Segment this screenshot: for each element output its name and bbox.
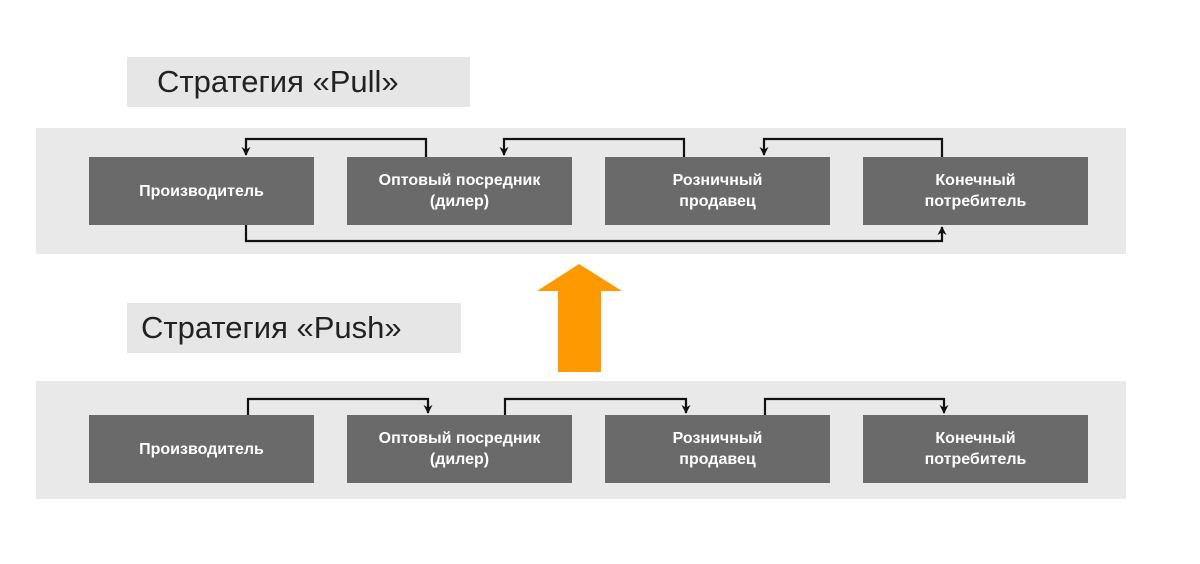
transition-up-arrow-icon (537, 264, 622, 372)
pull-arrow-manufacturer-to-consumer (244, 225, 947, 243)
push-node-wholesaler-label: Оптовый посредник (дилер) (378, 430, 541, 468)
pull-node-retailer: Розничный продавец (605, 157, 830, 225)
push-arrow-manufacturer-to-wholesaler (246, 397, 433, 415)
push-node-manufacturer-label: Производитель (139, 440, 264, 458)
push-node-wholesaler: Оптовый посредник (дилер) (347, 415, 572, 483)
pull-node-consumer: Конечный потребитель (863, 157, 1088, 225)
pull-node-wholesaler-label: Оптовый посредник (дилер) (378, 172, 541, 210)
pull-arrow-retailer-to-wholesaler (499, 137, 686, 157)
pull-node-consumer-label: Конечный потребитель (924, 172, 1027, 210)
push-node-consumer-label: Конечный потребитель (924, 430, 1027, 468)
pull-node-wholesaler: Оптовый посредник (дилер) (347, 157, 572, 225)
push-node-retailer-label: Розничный продавец (672, 430, 763, 468)
pull-node-manufacturer: Производитель (89, 157, 314, 225)
push-arrow-wholesaler-to-retailer (503, 397, 691, 415)
push-node-manufacturer: Производитель (89, 415, 314, 483)
push-arrow-retailer-to-consumer (763, 397, 949, 415)
pull-arrow-consumer-to-retailer (759, 137, 944, 157)
pull-node-retailer-label: Розничный продавец (672, 172, 763, 210)
push-node-retailer: Розничный продавец (605, 415, 830, 483)
pull-arrow-wholesaler-to-manufacturer (241, 137, 428, 157)
push-strategy-title-text: Стратегия «Push» (141, 310, 402, 345)
pull-node-manufacturer-label: Производитель (139, 182, 264, 200)
push-strategy-title: Стратегия «Push» (127, 303, 461, 353)
pull-strategy-title: Стратегия «Pull» (127, 57, 470, 107)
pull-strategy-title-text: Стратегия «Pull» (157, 64, 399, 99)
push-node-consumer: Конечный потребитель (863, 415, 1088, 483)
